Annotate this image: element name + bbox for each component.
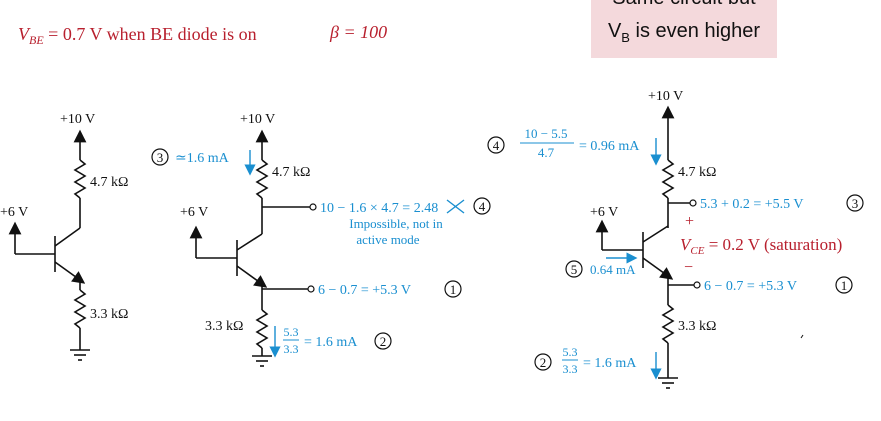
svg-text:4: 4 xyxy=(479,199,486,214)
svg-text:+6 V: +6 V xyxy=(590,205,618,220)
svg-text:+10 V: +10 V xyxy=(648,89,683,104)
note-box: Same circuit but VB is even higher xyxy=(591,0,777,58)
svg-text:4.7 kΩ: 4.7 kΩ xyxy=(90,175,128,190)
beta-note: β = 100 xyxy=(329,22,387,42)
svg-text:= 1.6 mA: = 1.6 mA xyxy=(304,335,358,350)
svg-text:10 − 5.5: 10 − 5.5 xyxy=(524,126,567,141)
svg-text:+6 V: +6 V xyxy=(0,205,28,220)
svg-text:3.3: 3.3 xyxy=(284,342,299,356)
svg-text:VB is even higher: VB is even higher xyxy=(608,20,760,45)
svg-text:+10 V: +10 V xyxy=(240,112,275,127)
re-resistor xyxy=(73,289,87,329)
svg-text:+10 V: +10 V xyxy=(60,112,95,127)
svg-text:0.64 mA: 0.64 mA xyxy=(590,262,636,277)
circuit-3: +10 V 4 10 − 5.5 4.7 = 0.96 mA 4.7 kΩ 5.… xyxy=(487,89,864,389)
svg-text:VCE = 0.2 V (saturation): VCE = 0.2 V (saturation) xyxy=(680,235,842,257)
svg-text:2: 2 xyxy=(380,334,387,349)
svg-text:6 − 0.7 = +5.3 V: 6 − 0.7 = +5.3 V xyxy=(704,279,797,294)
svg-text:4.7 kΩ: 4.7 kΩ xyxy=(678,165,716,180)
svg-text:active mode: active mode xyxy=(356,232,419,247)
svg-text:3.3 kΩ: 3.3 kΩ xyxy=(205,319,243,334)
rc-resistor xyxy=(73,159,87,199)
svg-text:= 1.6 mA: = 1.6 mA xyxy=(583,356,637,371)
svg-text:3.3 kΩ: 3.3 kΩ xyxy=(90,307,128,322)
svg-text:4: 4 xyxy=(493,138,500,153)
svg-text:−: − xyxy=(684,259,693,276)
svg-text:3: 3 xyxy=(157,150,164,165)
svg-text:5.3: 5.3 xyxy=(563,345,578,359)
svg-text:4.7 kΩ: 4.7 kΩ xyxy=(272,165,310,180)
svg-text:3: 3 xyxy=(852,196,859,211)
svg-text:5.3: 5.3 xyxy=(284,325,299,339)
circuit-1: +10 V 4.7 kΩ +6 V 3.3 kΩ xyxy=(0,112,128,361)
svg-text:Same circuit but: Same circuit but xyxy=(612,0,756,9)
svg-text:+6 V: +6 V xyxy=(180,205,208,220)
svg-text:2: 2 xyxy=(540,355,547,370)
rc-resistor xyxy=(255,159,269,199)
svg-text:≃1.6 mA: ≃1.6 mA xyxy=(175,151,230,166)
circuit-2: +10 V 3 ≃1.6 mA 4.7 kΩ 10 − 1.6 × 4.7 = … xyxy=(151,112,491,367)
svg-text:4.7: 4.7 xyxy=(538,145,555,160)
re-resistor xyxy=(661,304,675,344)
svg-text:+: + xyxy=(685,213,694,230)
svg-text:1: 1 xyxy=(450,282,457,297)
svg-text:3.3 kΩ: 3.3 kΩ xyxy=(678,319,716,334)
svg-text:5: 5 xyxy=(571,262,578,277)
svg-text:3.3: 3.3 xyxy=(563,362,578,376)
rc-resistor xyxy=(661,159,675,199)
svg-text:10 − 1.6 × 4.7 = 2.48: 10 − 1.6 × 4.7 = 2.48 xyxy=(320,201,438,216)
vbe-note: VBE = 0.7 V when BE diode is on xyxy=(18,24,257,47)
svg-text:Impossible, not in: Impossible, not in xyxy=(349,216,443,231)
svg-text:5.3 + 0.2 = +5.5 V: 5.3 + 0.2 = +5.5 V xyxy=(700,197,804,212)
re-resistor xyxy=(255,309,269,349)
svg-text:VBE = 0.7 V when BE diode is o: VBE = 0.7 V when BE diode is on xyxy=(18,24,257,47)
svg-text:6 − 0.7 = +5.3 V: 6 − 0.7 = +5.3 V xyxy=(318,283,411,298)
svg-text:1: 1 xyxy=(841,278,848,293)
svg-text:= 0.96 mA: = 0.96 mA xyxy=(579,139,640,154)
